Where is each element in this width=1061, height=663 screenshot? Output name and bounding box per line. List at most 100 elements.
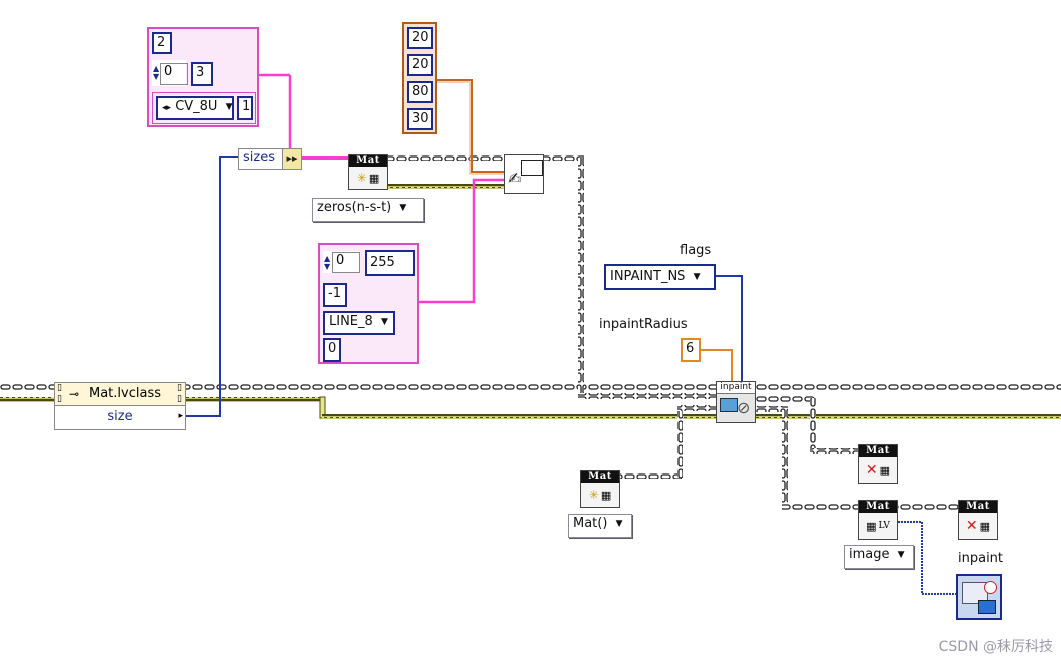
class-wire-in [0, 384, 54, 390]
color-value-3[interactable]: 30 [407, 108, 433, 130]
draw-rect-icon [521, 160, 543, 176]
matrix-icon: ▦ [979, 519, 991, 533]
zeros-ring-label: zeros(n-s-t) [317, 200, 392, 215]
mat-empty-wire-v [677, 406, 683, 478]
unbundle-icon: ▸▸ [282, 149, 301, 169]
mat-zeros-node[interactable]: Mat ✳ ▦ [348, 154, 388, 190]
mat-empty-wire-h [620, 473, 682, 479]
draw-rectangle-node[interactable]: ✍ [504, 154, 544, 194]
color-array-wire [436, 79, 505, 173]
matrix-icon: ▦ [368, 171, 380, 185]
inpaint-out-2v [782, 408, 788, 508]
dropdown-arrow-icon: ▼ [380, 317, 388, 327]
matrix-icon: ▦ [879, 463, 891, 477]
draw-thickness-value[interactable]: -1 [323, 283, 347, 307]
array-constant[interactable]: 2 ▲▼ 0 3 ◂▸ CV_8U ▼ 1 [147, 27, 259, 127]
inpaint-out-1 [756, 396, 816, 402]
inpaint-radius-value[interactable]: 6 [681, 338, 701, 362]
sizes-to-mat-wire [302, 156, 350, 160]
inpaint-out-1h [810, 448, 860, 454]
mat-empty-body: ✳ ▦ [581, 483, 619, 507]
dropdown-arrow-icon: ▼ [693, 272, 701, 282]
draw-index-value: 0 [336, 253, 345, 268]
radius-wire [700, 349, 733, 384]
mat-to-lv-body: ▦ LV [859, 513, 897, 539]
mat-error-wire [388, 184, 504, 189]
error-wire-d [756, 414, 1061, 419]
dropdown-arrow-icon: ▼ [225, 102, 233, 112]
color-value-1[interactable]: 20 [407, 54, 433, 76]
mat-release-header-1: Mat [859, 445, 897, 457]
type-cluster: ◂▸ CV_8U ▼ 1 [152, 92, 256, 124]
mat-release-node-2[interactable]: Mat ✕ ▦ [958, 500, 998, 540]
draw-params-constant[interactable]: ▲▼ 0 255 -1 LINE_8 ▼ 0 [318, 243, 419, 364]
index-box [160, 63, 188, 85]
draw-color-value[interactable]: 255 [365, 250, 415, 276]
dropdown-arrow-icon: ▼ [615, 519, 623, 529]
flags-wire [716, 275, 743, 384]
draw-params-wire [418, 178, 505, 304]
mat-empty-ring[interactable]: Mat() ▼ [568, 514, 632, 538]
sizes-unbundle[interactable]: sizes ▸▸ [238, 148, 302, 170]
draw-index-control[interactable]: ▲▼ 0 [323, 251, 360, 273]
bandage-icon: ⊘ [737, 398, 751, 417]
draw-out-wire [544, 155, 584, 161]
mat-empty-wire-h2 [677, 405, 718, 411]
line-type-ring[interactable]: LINE_8 ▼ [323, 311, 395, 335]
zeros-ring[interactable]: zeros(n-s-t) ▼ [312, 198, 424, 222]
property-row-size[interactable]: size ▸ [55, 406, 185, 429]
spin-icon[interactable]: ▲▼ [324, 254, 331, 271]
spin-icon[interactable]: ▲▼ [153, 64, 160, 81]
mat-property-node[interactable]: ▯▯ ⊸ Mat.lvclass ▯▯ size ▸ [54, 382, 186, 430]
error-in-icon: ▯▯ [57, 383, 62, 404]
mat-empty-header: Mat [581, 471, 619, 483]
close-icon: ✕ [865, 462, 878, 478]
error-wire-in [0, 397, 54, 402]
draw-hand-icon: ✍ [508, 169, 522, 188]
draw-shift-value[interactable]: 0 [323, 338, 341, 362]
color-value-2[interactable]: 80 [407, 81, 433, 103]
error-out-icon: ▯▯ [177, 383, 182, 404]
mat-zeros-body: ✳ ▦ [349, 167, 387, 189]
flags-ring[interactable]: INPAINT_NS ▼ [604, 264, 716, 290]
array-index-value[interactable]: 0 [164, 64, 173, 79]
flags-label: flags [680, 243, 712, 258]
image-wire [898, 521, 958, 595]
inpaint-out-1v [810, 398, 816, 452]
watermark: CSDN @秣厉科技 [938, 639, 1053, 655]
close-icon: ✕ [965, 518, 978, 534]
draw-out-wire-v [578, 158, 584, 396]
dropdown-arrow-icon: ▼ [897, 550, 905, 560]
error-wire-a [186, 397, 324, 402]
image-ring[interactable]: image ▼ [844, 545, 914, 569]
property-node-header: ▯▯ ⊸ Mat.lvclass ▯▯ [55, 383, 185, 406]
mat-to-lv-node[interactable]: Mat ▦ LV [858, 500, 898, 540]
image-indicator[interactable] [956, 574, 1002, 620]
mat-empty-node[interactable]: Mat ✳ ▦ [580, 470, 620, 508]
tolv-out [898, 504, 960, 510]
color-array-constant[interactable]: 20 20 80 30 [402, 22, 437, 134]
mat-zeros-header: Mat [349, 155, 387, 167]
array-top-value[interactable]: 2 [152, 32, 172, 54]
array-index-control[interactable]: ▲▼ 0 [152, 60, 188, 86]
image-ring-label: image [849, 547, 890, 562]
circle-icon [984, 581, 997, 594]
inpaint-node[interactable]: inpaint ⊘ [716, 381, 756, 423]
array-length-value[interactable]: 3 [191, 62, 213, 86]
output-arrow-icon: ▸ [178, 411, 183, 421]
sizes-label: sizes [243, 150, 275, 165]
color-array-wire-2 [436, 81, 505, 175]
mat-release-node-1[interactable]: Mat ✕ ▦ [858, 444, 898, 484]
cv-type-label: CV_8U [175, 99, 218, 114]
flags-ring-label: INPAINT_NS [610, 269, 686, 284]
mat-to-lv-header: Mat [859, 501, 897, 513]
inpaint-out-2h [782, 504, 860, 510]
channels-value[interactable]: 1 [237, 96, 253, 120]
class-wire-out [756, 384, 1061, 390]
index-box [332, 252, 360, 273]
lv-tag: LV [878, 521, 890, 531]
color-value-0[interactable]: 20 [407, 27, 433, 49]
cv-type-ring[interactable]: ◂▸ CV_8U ▼ [156, 96, 234, 120]
class-icon: ⊸ [69, 387, 80, 401]
matrix-icon: ▦ [866, 519, 877, 533]
